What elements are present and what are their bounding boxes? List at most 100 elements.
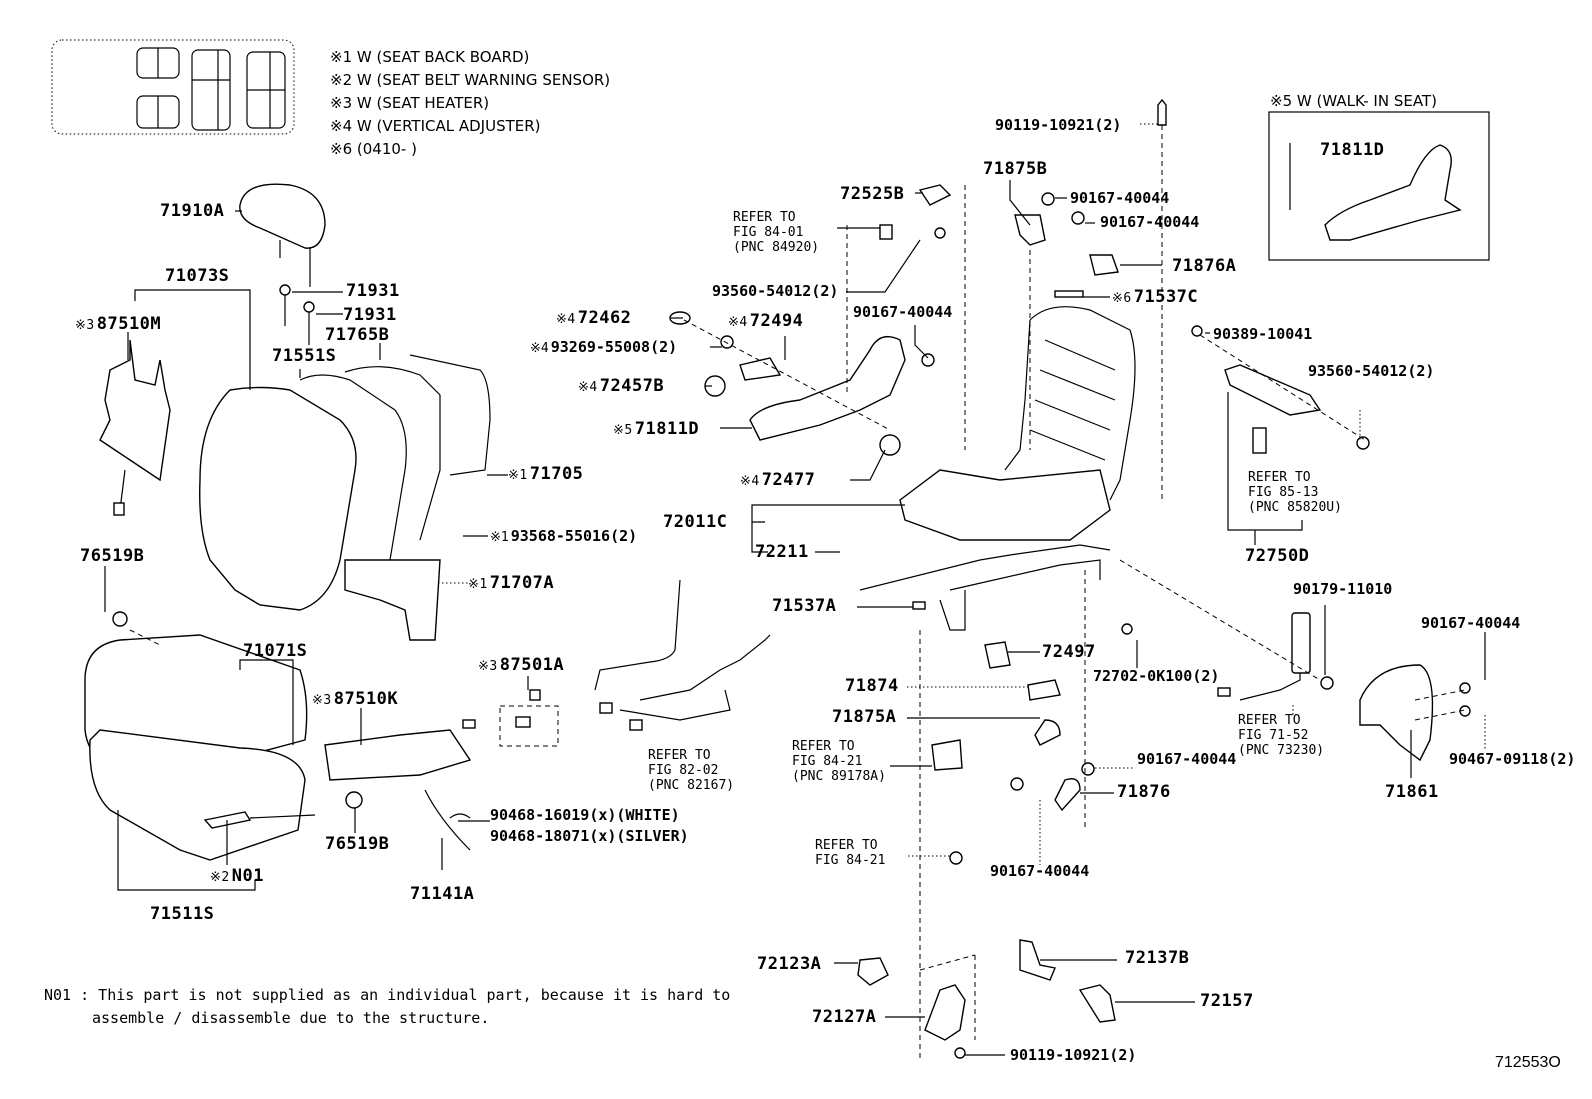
clip-icon [345, 791, 363, 809]
part-label-71073S[interactable]: 71073S [165, 266, 230, 286]
seat-back-cover-icon [199, 354, 491, 611]
assembly-guide-lines [129, 125, 1466, 1060]
refer-to-fig-84-01[interactable]: REFER TO FIG 84-01 (PNC 84920) [733, 210, 820, 255]
part-label-71551S[interactable]: 71551S [272, 346, 337, 366]
seat-belt-buckle-icon [1217, 612, 1334, 701]
walkin-box-frame [1268, 111, 1490, 261]
bracket-icon [857, 601, 1133, 1059]
part-label-90167-40044[interactable]: 90167-40044 [853, 303, 953, 321]
part-label-90167-40044[interactable]: 90167-40044 [1100, 213, 1200, 231]
part-label-71511S[interactable]: 71511S [150, 904, 215, 924]
part-label-72497[interactable]: 72497 [1042, 642, 1096, 662]
part-label-71931[interactable]: 71931 [346, 281, 400, 301]
part-label-90119-10921[interactable]: 90119-10921(2) [995, 116, 1122, 134]
figure-id: 712553O [1495, 1054, 1561, 1071]
part-label-93560-54012[interactable]: 93560-54012(2) [1308, 362, 1435, 380]
clip-icon [449, 813, 471, 819]
part-label-71765B[interactable]: 71765B [325, 325, 390, 345]
part-label-71876A[interactable]: 71876A [1172, 256, 1237, 276]
bracket-icon [879, 98, 1167, 367]
legend-item: ※4 W (VERTICAL ADJUSTER) [330, 117, 541, 135]
part-label-76519B[interactable]: 76519B [80, 546, 145, 566]
part-label-90467-09118[interactable]: 90467-09118(2) [1449, 750, 1576, 768]
part-label-71931[interactable]: 71931 [343, 305, 397, 325]
legend-item: ※1 W (SEAT BACK BOARD) [330, 48, 530, 66]
walkin-lever-icon [1324, 144, 1462, 241]
part-label-90167-40044[interactable]: 90167-40044 [1421, 614, 1521, 632]
legend-item: ※2 W (SEAT BELT WARNING SENSOR) [330, 71, 611, 89]
part-label-90468-18071[interactable]: 90468-18071(x)(SILVER) [490, 827, 689, 845]
part-label-71874[interactable]: 71874 [845, 676, 899, 696]
legend: ※1 W (SEAT BACK BOARD) ※2 W (SEAT BELT W… [330, 46, 610, 161]
seat-layout-inset-icon [51, 39, 295, 135]
screw-icon [1459, 682, 1471, 694]
part-label-90167-40044[interactable]: 90167-40044 [990, 862, 1090, 880]
part-label-72011C[interactable]: 72011C [663, 512, 728, 532]
part-label-71876[interactable]: 71876 [1117, 782, 1171, 802]
part-label-71071S[interactable]: 71071S [243, 641, 308, 661]
part-label-71875A[interactable]: 71875A [832, 707, 897, 727]
part-label-71141A[interactable]: 71141A [410, 884, 475, 904]
part-label-90167-40044[interactable]: 90167-40044 [1137, 750, 1237, 768]
refer-to-fig-71-52[interactable]: REFER TO FIG 71-52 (PNC 73230) [1238, 713, 1325, 758]
refer-to-fig-84-21[interactable]: REFER TO FIG 84-21 (PNC 89178A) [792, 739, 886, 784]
part-label-71875B[interactable]: 71875B [983, 159, 1048, 179]
part-label-90119-10921[interactable]: 90119-10921(2) [1010, 1046, 1137, 1064]
part-label-72750D[interactable]: 72750D [1245, 546, 1310, 566]
headrest-guide-icon [279, 284, 315, 345]
part-label-72702-0K100[interactable]: 72702-0K100(2) [1093, 667, 1220, 685]
part-label-72137B[interactable]: 72137B [1125, 948, 1190, 968]
part-label-72525B[interactable]: 72525B [840, 184, 905, 204]
leader-lines [104, 123, 1486, 1056]
part-label-71537A[interactable]: 71537A [772, 596, 837, 616]
legend-item: ※3 W (SEAT HEATER) [330, 94, 490, 112]
refer-to-fig-84-21[interactable]: REFER TO FIG 84-21 [815, 838, 886, 868]
wire-harness-icon [462, 579, 771, 747]
part-label-72157[interactable]: 72157 [1200, 991, 1254, 1011]
part-label-72211[interactable]: 72211 [755, 542, 809, 562]
seat-back-board-icon [344, 559, 441, 641]
part-label-71811D-walkin[interactable]: 71811D [1320, 140, 1385, 160]
buckle-bracket-icon [1191, 325, 1370, 531]
legend-item: ※6 (0410- ) [330, 140, 417, 158]
part-label-71910A[interactable]: 71910A [160, 201, 225, 221]
seat-heater-cushion-icon [324, 729, 472, 781]
footnote-line-2: assemble / disassemble due to the struct… [92, 1009, 490, 1027]
refer-to-fig-85-13[interactable]: REFER TO FIG 85-13 (PNC 85820U) [1248, 470, 1342, 515]
walkin-box-title: ※5 W (WALK- IN SEAT) [1270, 92, 1437, 110]
seat-heater-back-icon [99, 339, 171, 516]
part-label-90179-11010[interactable]: 90179-11010 [1293, 580, 1393, 598]
wire-icon [424, 789, 471, 851]
footnote-line-1: N01 : This part is not supplied as an in… [44, 986, 731, 1004]
refer-to-fig-82-02[interactable]: REFER TO FIG 82-02 (PNC 82167) [648, 748, 735, 793]
part-label-93560-54012[interactable]: 93560-54012(2) [712, 282, 839, 300]
seat-cushion-icon [84, 611, 308, 861]
part-label-90389-10041[interactable]: 90389-10041 [1213, 325, 1313, 343]
part-label-90468-16019[interactable]: 90468-16019(x)(WHITE) [490, 806, 680, 824]
side-cover-icon [1359, 664, 1434, 762]
part-label-72127A[interactable]: 72127A [812, 1007, 877, 1027]
part-label-72123A[interactable]: 72123A [757, 954, 822, 974]
part-label-71861[interactable]: 71861 [1385, 782, 1439, 802]
adjuster-lever-icon [669, 311, 906, 456]
headrest-icon [239, 183, 326, 287]
part-label-76519B[interactable]: 76519B [325, 834, 390, 854]
part-label-90167-40044[interactable]: 90167-40044 [1070, 189, 1170, 207]
seat-frame-icon [859, 306, 1136, 631]
